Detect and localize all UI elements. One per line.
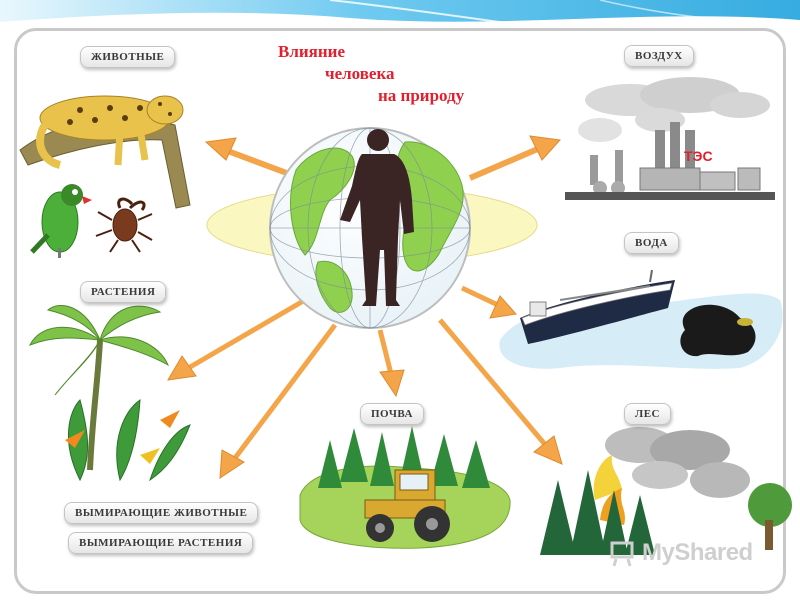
label-water: ВОДА <box>624 232 679 254</box>
watermark: MyShared <box>608 538 753 568</box>
label-extinct-animals: ВЫМИРАЮЩИЕ ЖИВОТНЫЕ <box>64 502 259 524</box>
palm-illustration <box>28 305 169 471</box>
globe <box>269 127 471 329</box>
power-plant-illustration <box>565 122 775 200</box>
tropical-flowers-illustration <box>65 399 191 482</box>
corner-tree-illustration <box>748 483 792 550</box>
arrow-to-plants <box>167 297 307 381</box>
label-extinct-plants: ВЫМИРАЮЩИЕ РАСТЕНИЯ <box>68 532 254 554</box>
forest-smoke-illustration <box>605 427 750 498</box>
arrow-to-water <box>460 285 517 319</box>
arrow-to-air <box>468 135 562 181</box>
watermark-text: MyShared <box>642 539 753 566</box>
label-soil: ПОЧВА <box>360 403 424 425</box>
title-line-3: на природу <box>378 86 465 105</box>
arrows <box>167 135 563 479</box>
human-silhouette <box>340 129 414 306</box>
top-decorative-band <box>0 0 800 31</box>
arrow-to-soil <box>377 329 405 398</box>
arrow-to-forest <box>438 318 563 465</box>
beetle-illustration <box>95 197 153 253</box>
oil-spill-illustration <box>680 304 756 357</box>
label-air: ВОЗДУХ <box>624 45 694 67</box>
title-line-1: Влияние <box>278 42 346 61</box>
presentation-icon <box>610 541 634 567</box>
label-forest: ЛЕС <box>624 403 671 425</box>
power-plant-sign: ТЭС <box>684 148 713 164</box>
label-plants: РАСТЕНИЯ <box>80 281 167 303</box>
arrow-to-extinct <box>219 323 337 479</box>
smoke-cloud-illustration <box>578 77 770 142</box>
forest-trees-illustration <box>540 470 655 555</box>
leopard-illustration <box>19 95 191 209</box>
parrot-illustration <box>30 184 92 258</box>
tanker-ship-illustration <box>520 269 675 344</box>
label-animals: ЖИВОТНЫЕ <box>80 46 176 68</box>
title-line-2: человека <box>325 64 395 83</box>
tractor-illustration <box>364 469 450 542</box>
arrow-to-animals <box>204 137 302 181</box>
soil-trees-illustration <box>318 426 490 488</box>
